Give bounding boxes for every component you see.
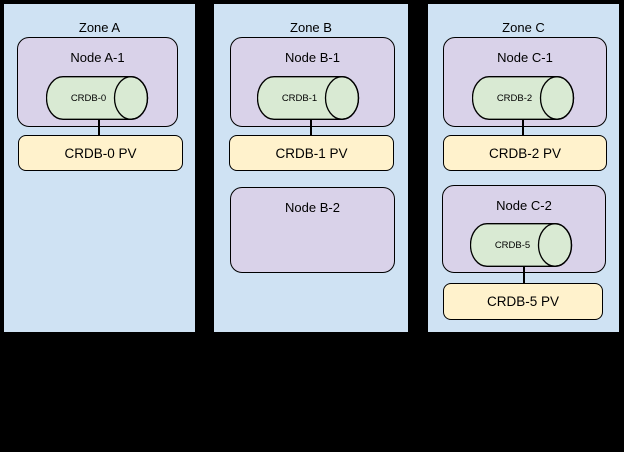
zone-c: Zone C Node C-1 CRDB-2 CRDB-2 PV Node C-… (426, 2, 621, 334)
node-a-1: Node A-1 CRDB-0 (17, 37, 178, 127)
cylinder-crdb-2-label: CRDB-2 (496, 92, 533, 104)
cylinder-crdb-0: CRDB-0 (46, 76, 149, 120)
node-a-1-label: Node A-1 (70, 50, 125, 65)
cylinder-crdb-5: CRDB-5 (470, 223, 573, 267)
connector-line (98, 119, 100, 135)
database-cylinder-icon (472, 76, 575, 120)
zone-b-label: Zone B (290, 20, 332, 35)
node-c-1: Node C-1 CRDB-2 (443, 37, 607, 127)
node-b-1: Node B-1 CRDB-1 (230, 37, 395, 127)
pv-crdb-0-label: CRDB-0 PV (64, 145, 137, 161)
pv-crdb-0: CRDB-0 PV (18, 135, 183, 171)
zone-b: Zone B Node B-1 CRDB-1 CRDB-1 PV Node B-… (212, 2, 410, 334)
node-b-2: Node B-2 (230, 187, 395, 273)
pv-crdb-1: CRDB-1 PV (229, 135, 394, 171)
zone-c-label: Zone C (502, 20, 545, 35)
cylinder-crdb-2: CRDB-2 (472, 76, 575, 120)
zone-a: Zone A Node A-1 CRDB-0 CRDB-0 PV (2, 2, 197, 334)
connector-line (310, 119, 312, 135)
cylinder-crdb-5-label: CRDB-5 (494, 239, 531, 251)
cylinder-crdb-1: CRDB-1 (257, 76, 360, 120)
database-cylinder-icon (470, 223, 573, 267)
node-c-2: Node C-2 CRDB-5 (442, 185, 606, 273)
node-c-1-label: Node C-1 (497, 50, 553, 65)
cylinder-crdb-1-label: CRDB-1 (281, 92, 318, 104)
pv-crdb-2: CRDB-2 PV (443, 135, 607, 171)
node-c-2-label: Node C-2 (496, 198, 552, 213)
pv-crdb-1-label: CRDB-1 PV (275, 145, 348, 161)
connector-line (523, 267, 525, 283)
pv-crdb-5-label: CRDB-5 PV (486, 294, 559, 309)
node-b-1-label: Node B-1 (285, 50, 340, 65)
zone-a-label: Zone A (78, 20, 121, 35)
cylinder-crdb-0-label: CRDB-0 (70, 92, 107, 104)
pv-crdb-2-label: CRDB-2 PV (488, 145, 561, 161)
pv-crdb-5: CRDB-5 PV (443, 283, 603, 320)
connector-line (522, 119, 524, 135)
database-cylinder-icon (46, 76, 149, 120)
database-cylinder-icon (257, 76, 360, 120)
node-b-2-label: Node B-2 (285, 200, 340, 215)
